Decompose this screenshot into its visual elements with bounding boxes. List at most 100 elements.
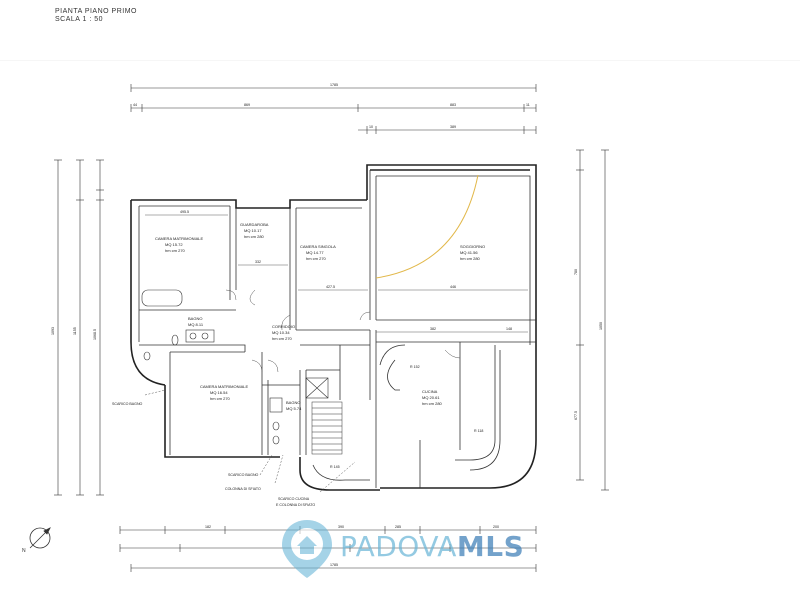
toilet-icon — [171, 334, 179, 346]
room-height: hm cm 270 — [165, 248, 186, 253]
svg-text:N: N — [22, 548, 26, 554]
room-name: BAGNO — [286, 400, 300, 405]
room-height: hm cm 280 — [460, 256, 481, 261]
dim-left-a: 1093 — [51, 327, 55, 335]
room-label-group-2: GUARDAROBA MQ 10.17 hm cm 280 — [240, 222, 269, 239]
dim-top-total: 1785 — [330, 83, 338, 87]
top-dimensions — [130, 84, 537, 134]
dim-bot-d: 200 — [493, 525, 499, 529]
dim-right-c: 677.5 — [574, 411, 578, 420]
door-swings — [225, 289, 461, 373]
interior-walls — [138, 170, 536, 488]
bathtub-icon — [141, 289, 183, 307]
dim-mid-b: 148 — [506, 327, 512, 331]
room-label-group-7: CAMERA MATRIMONIALE MQ 16.54 hm cm 270 — [200, 384, 248, 401]
note-scarico-bagno-left: SCARICO BAGNO — [112, 402, 143, 406]
dim-left-c: 1068.5 — [93, 329, 97, 340]
room-height: hm cm 270 — [272, 336, 293, 341]
room-height: hm cm 270 — [306, 256, 327, 261]
room-height: hm cm 270 — [210, 396, 231, 401]
dim-top2-a: 10 — [369, 125, 373, 129]
location-pin-icon — [282, 520, 332, 578]
north-arrow-icon: N — [22, 527, 51, 554]
dim-top-b: 869 — [244, 103, 250, 107]
dim-room-w1: 495.5 — [180, 210, 189, 214]
room-height: hm cm 280 — [244, 234, 265, 239]
dim-room-w3: 427.5 — [326, 285, 335, 289]
room-name: CAMERA SINGOLA — [300, 244, 336, 249]
dim-left-b: 1155 — [73, 327, 77, 335]
sink-icon — [185, 329, 215, 343]
room-label-group-1: CAMERA MATRIMONIALE MQ 15.72 hm cm 270 — [155, 236, 203, 253]
watermark-brand-b: MLS — [456, 530, 525, 563]
dim-mid-a: 382 — [430, 327, 436, 331]
padovamls-watermark: PADOVAMLS — [280, 518, 530, 578]
room-area: MQ 20.61 — [422, 395, 440, 400]
dim-room-w2: 332 — [255, 260, 261, 264]
note-scarico-cucina: SCARICO CUCINA — [278, 497, 310, 501]
room-area: MQ 41.56 — [460, 250, 478, 255]
elevator-icon — [305, 377, 329, 399]
room-name: GUARDAROBA — [240, 222, 269, 227]
bidet-icon — [143, 351, 151, 361]
room-area: MQ 5.74 — [286, 406, 302, 411]
internal-dims — [145, 214, 528, 333]
room-label-group-6: CORRIDOIO MQ 10.34 hm cm 270 — [272, 324, 295, 341]
left-dimensions — [54, 159, 104, 496]
page-guide — [0, 60, 800, 61]
exterior-walls — [130, 164, 537, 491]
note-colonna-sfiato: COLONNA DI SFIATO — [225, 487, 261, 491]
watermark-brand: PADOVAMLS — [340, 530, 524, 563]
room-area: MQ 10.34 — [272, 330, 290, 335]
toilet-icon-2 — [272, 421, 280, 431]
dim-radius-3: R 118 — [474, 429, 483, 433]
room-height: hm cm 280 — [422, 401, 443, 406]
dim-bot-total: 1785 — [330, 563, 338, 567]
dim-room-w4: 446 — [450, 285, 456, 289]
kitchen-curves — [312, 344, 501, 481]
room-area: MQ 14.77 — [306, 250, 324, 255]
basin-icon-2 — [201, 332, 209, 340]
dim-bot-c: 285 — [395, 525, 401, 529]
basin-icon — [189, 332, 197, 340]
room-label-group-9: CUCINA MQ 20.61 hm cm 280 — [422, 389, 443, 406]
soggiorno-door-swing — [375, 174, 479, 279]
room-name: SOGGIORNO — [460, 244, 485, 249]
room-label-group-5: BAGNO MQ 8.11 — [188, 316, 204, 327]
dim-bot-b: 390 — [338, 525, 344, 529]
room-area: MQ 10.17 — [244, 228, 262, 233]
watermark-brand-a: PADOVA — [340, 530, 457, 563]
room-name: BAGNO — [188, 316, 202, 321]
room-label-group-8: BAGNO MQ 5.74 — [286, 400, 302, 411]
dim-right-a: 1050 — [599, 322, 603, 330]
note-scarico-bagno: SCARICO BAGNO — [228, 473, 259, 477]
room-label-group-4: SOGGIORNO MQ 41.56 hm cm 280 — [460, 244, 485, 261]
note-scarico-cucina-2: E COLONNA DI SFIATO — [276, 503, 315, 507]
staircase — [311, 401, 343, 455]
dim-radius-1: R 152 — [410, 365, 420, 369]
dim-top2-b: 389 — [450, 125, 456, 129]
room-name: CAMERA MATRIMONIALE — [200, 384, 248, 389]
room-area: MQ 8.11 — [188, 322, 204, 327]
room-area: MQ 15.72 — [165, 242, 183, 247]
dim-top-a: 44 — [133, 103, 137, 107]
room-name: CUCINA — [422, 389, 438, 394]
drain-lines — [144, 389, 356, 493]
dim-top-d: 11 — [526, 103, 530, 107]
dim-radius-2: R 145 — [330, 465, 340, 469]
dim-right-b: 780 — [574, 269, 578, 275]
room-name: CAMERA MATRIMONIALE — [155, 236, 203, 241]
bath-fixtures — [141, 289, 329, 445]
shower-icon — [269, 397, 283, 413]
bidet-icon-2 — [272, 435, 280, 445]
dim-top-c: 883 — [450, 103, 456, 107]
plan-scale: SCALA 1 : 50 — [55, 16, 104, 23]
room-area: MQ 16.54 — [210, 390, 228, 395]
right-dimensions — [576, 149, 609, 491]
room-name: CORRIDOIO — [272, 324, 295, 329]
dim-bot-a: 182 — [205, 525, 211, 529]
plan-title: PIANTA PIANO PRIMO — [55, 8, 137, 15]
room-label-group-3: CAMERA SINGOLA MQ 14.77 hm cm 270 — [300, 244, 336, 261]
